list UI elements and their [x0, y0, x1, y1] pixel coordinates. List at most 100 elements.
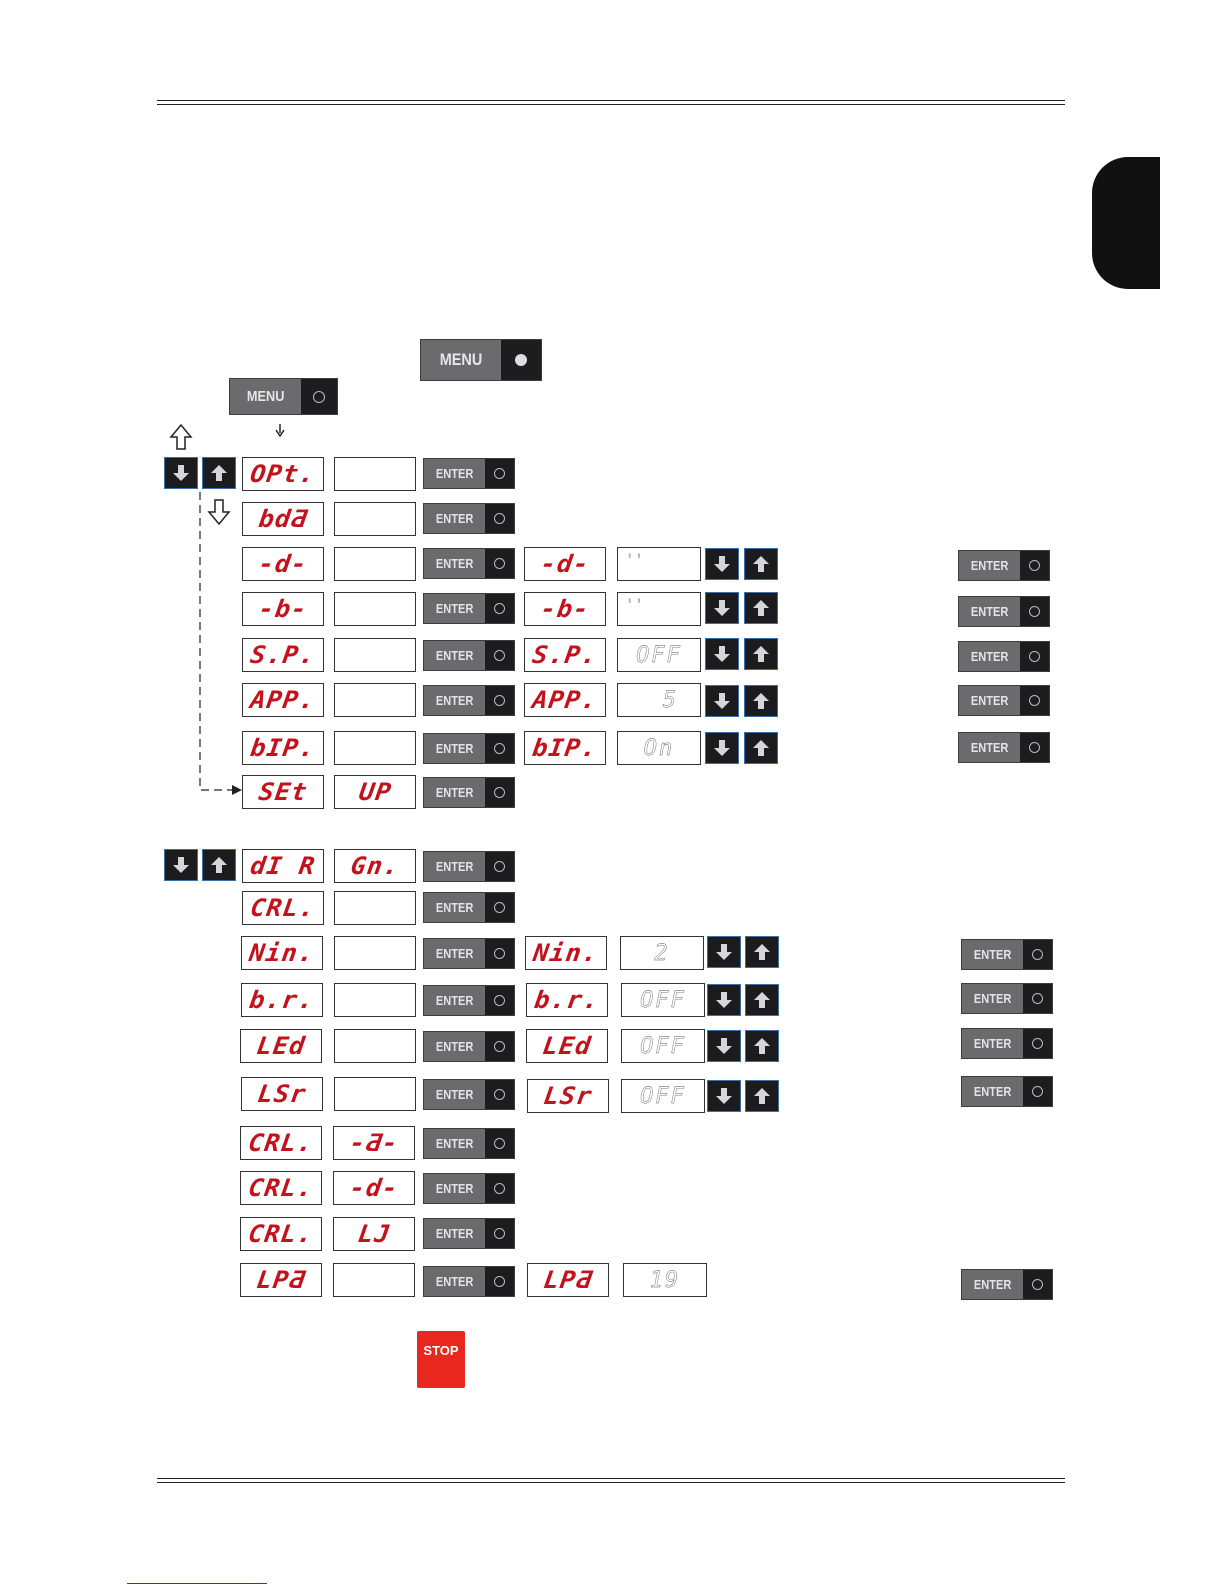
value-down-button[interactable]: [707, 936, 741, 968]
arrow-down-icon: [173, 465, 189, 481]
arrow-down-icon: [173, 857, 189, 873]
value-up-button[interactable]: [744, 592, 778, 624]
lcd-code: LEd: [240, 1029, 322, 1063]
arrow-down-icon: [714, 693, 730, 709]
enter-button[interactable]: ENTER: [423, 851, 515, 882]
lcd-code: OPt.: [242, 457, 324, 491]
nav-down-button[interactable]: [164, 457, 198, 489]
value-up-button[interactable]: [745, 1030, 779, 1062]
confirm-enter-button[interactable]: ENTER: [961, 939, 1053, 970]
lcd-sub: LJ: [333, 1217, 415, 1251]
enter-button[interactable]: ENTER: [423, 503, 515, 534]
confirm-enter-button[interactable]: ENTER: [958, 732, 1050, 763]
enter-button[interactable]: ENTER: [423, 458, 515, 489]
confirm-enter-button[interactable]: ENTER: [958, 641, 1050, 672]
value-down-button[interactable]: [705, 592, 739, 624]
lcd-code: LSr: [241, 1077, 323, 1111]
value-up-button[interactable]: [745, 1080, 779, 1112]
enter-button[interactable]: ENTER: [423, 1079, 515, 1110]
arrow-up-icon: [754, 1088, 770, 1104]
arrow-down-icon: [716, 944, 732, 960]
confirm-enter-button[interactable]: ENTER: [958, 596, 1050, 627]
lcd-sub: -Ƌ-: [333, 1126, 415, 1160]
lcd-setting-value: 5: [617, 683, 701, 717]
arrow-up-icon: [754, 992, 770, 1008]
lcd-setting-value: '': [617, 592, 701, 626]
lcd-sub: [334, 1029, 416, 1063]
nav-down-button[interactable]: [164, 849, 198, 881]
value-down-button[interactable]: [705, 732, 739, 764]
lcd-code: CRL.: [240, 1126, 322, 1160]
menu-knob: [301, 379, 337, 414]
confirm-enter-button[interactable]: ENTER: [961, 1076, 1053, 1107]
lcd-sub: [334, 683, 416, 717]
lcd-code: CRL.: [240, 1217, 322, 1251]
value-down-button[interactable]: [707, 1080, 741, 1112]
arrow-up-icon: [753, 600, 769, 616]
enter-button[interactable]: ENTER: [423, 1128, 515, 1159]
confirm-enter-button[interactable]: ENTER: [961, 983, 1053, 1014]
enter-button[interactable]: ENTER: [423, 985, 515, 1016]
enter-button[interactable]: ENTER: [423, 1173, 515, 1204]
value-up-button[interactable]: [744, 638, 778, 670]
enter-button[interactable]: ENTER: [423, 777, 515, 808]
lcd-setting-code: LSr: [527, 1079, 609, 1113]
enter-button[interactable]: ENTER: [423, 593, 515, 624]
arrow-down-icon: [716, 992, 732, 1008]
lcd-code: dI R: [242, 849, 324, 883]
lcd-code: LPƋ: [240, 1263, 322, 1297]
lcd-code: Nin.: [241, 936, 323, 970]
lcd-sub: [334, 1077, 416, 1111]
arrow-up-icon: [753, 556, 769, 572]
value-down-button[interactable]: [705, 685, 739, 717]
enter-button[interactable]: ENTER: [423, 548, 515, 579]
value-up-button[interactable]: [744, 732, 778, 764]
confirm-enter-button[interactable]: ENTER: [958, 550, 1050, 581]
enter-button[interactable]: ENTER: [423, 685, 515, 716]
lcd-setting-code: APP.: [524, 683, 606, 717]
confirm-enter-button[interactable]: ENTER: [961, 1028, 1053, 1059]
menu-button[interactable]: MENU: [229, 378, 338, 415]
value-down-button[interactable]: [705, 548, 739, 580]
lcd-setting-code: LPƋ: [527, 1263, 609, 1297]
value-down-button[interactable]: [705, 638, 739, 670]
lcd-code: bIP.: [242, 731, 324, 765]
lcd-sub: [333, 1263, 415, 1297]
enter-button[interactable]: ENTER: [423, 1218, 515, 1249]
menu-button-label: MENU: [439, 350, 483, 369]
enter-button[interactable]: ENTER: [423, 1031, 515, 1062]
loop-connector: [199, 492, 232, 791]
arrow-down-icon: [714, 740, 730, 756]
value-up-button[interactable]: [744, 685, 778, 717]
nav-up-button[interactable]: [202, 849, 236, 881]
enter-button[interactable]: ENTER: [423, 733, 515, 764]
lcd-sub: [334, 457, 416, 491]
lcd-sub: Gn.: [334, 849, 416, 883]
enter-button[interactable]: ENTER: [423, 1266, 515, 1297]
header-rule-thin: [157, 104, 1065, 105]
value-down-button[interactable]: [707, 984, 741, 1016]
value-up-button[interactable]: [745, 936, 779, 968]
lcd-setting-value: 19: [623, 1263, 707, 1297]
value-up-button[interactable]: [745, 984, 779, 1016]
confirm-enter-button[interactable]: ENTER: [958, 685, 1050, 716]
enter-button[interactable]: ENTER: [423, 640, 515, 671]
menu-button-held[interactable]: MENU: [420, 339, 542, 381]
enter-button[interactable]: ENTER: [423, 938, 515, 969]
lcd-code: S.P.: [242, 638, 324, 672]
section-tab: [1092, 157, 1160, 289]
lcd-code: -b-: [242, 592, 324, 626]
lcd-code: CRL.: [240, 1171, 322, 1205]
value-up-button[interactable]: [744, 548, 778, 580]
nav-up-button[interactable]: [202, 457, 236, 489]
arrow-up-icon: [211, 857, 227, 873]
lcd-sub: [334, 592, 416, 626]
lcd-setting-code: S.P.: [524, 638, 606, 672]
confirm-enter-button[interactable]: ENTER: [961, 1269, 1053, 1300]
value-down-button[interactable]: [707, 1030, 741, 1062]
lcd-code: CRL.: [242, 891, 324, 925]
stop-button[interactable]: STOP: [417, 1331, 465, 1388]
footer-link-underline: [127, 1583, 267, 1584]
enter-button[interactable]: ENTER: [423, 892, 515, 923]
